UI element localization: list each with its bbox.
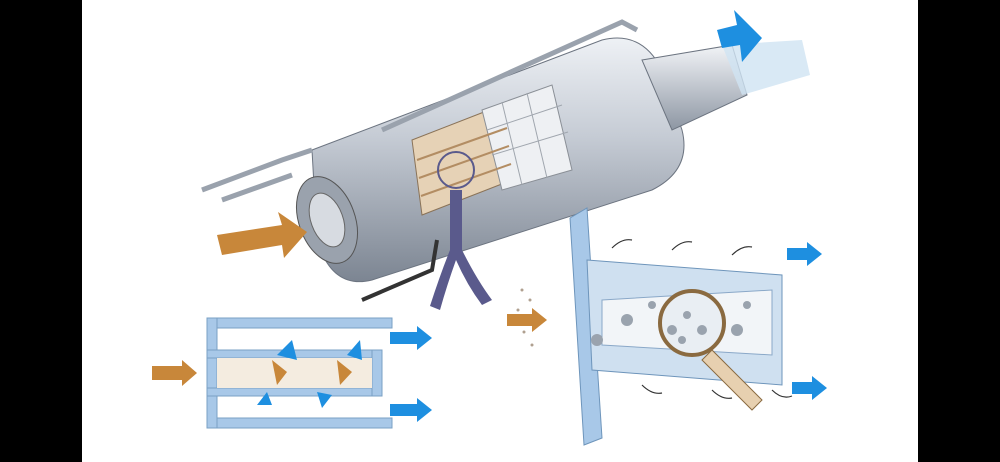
filter-cell-closeup: [507, 207, 827, 446]
wall-flow-channel-diagram: [152, 317, 432, 429]
filter-canister: [201, 19, 810, 302]
outflow-arrow-icon: [717, 10, 762, 62]
flow-split-arrow-icon: [430, 190, 492, 310]
outflow-arrow-icon: [390, 398, 432, 422]
particulate-filter-illustration: [82, 0, 918, 462]
magnifier-icon: [437, 151, 475, 189]
inflow-arrow-icon: [217, 212, 307, 258]
outflow-arrow-icon: [390, 326, 432, 350]
outflow-arrow-icon: [787, 242, 822, 266]
magnifier-icon: [658, 289, 726, 357]
inflow-arrow-icon: [152, 360, 197, 386]
inflow-arrow-icon: [507, 308, 547, 332]
outflow-arrow-icon: [792, 376, 827, 400]
